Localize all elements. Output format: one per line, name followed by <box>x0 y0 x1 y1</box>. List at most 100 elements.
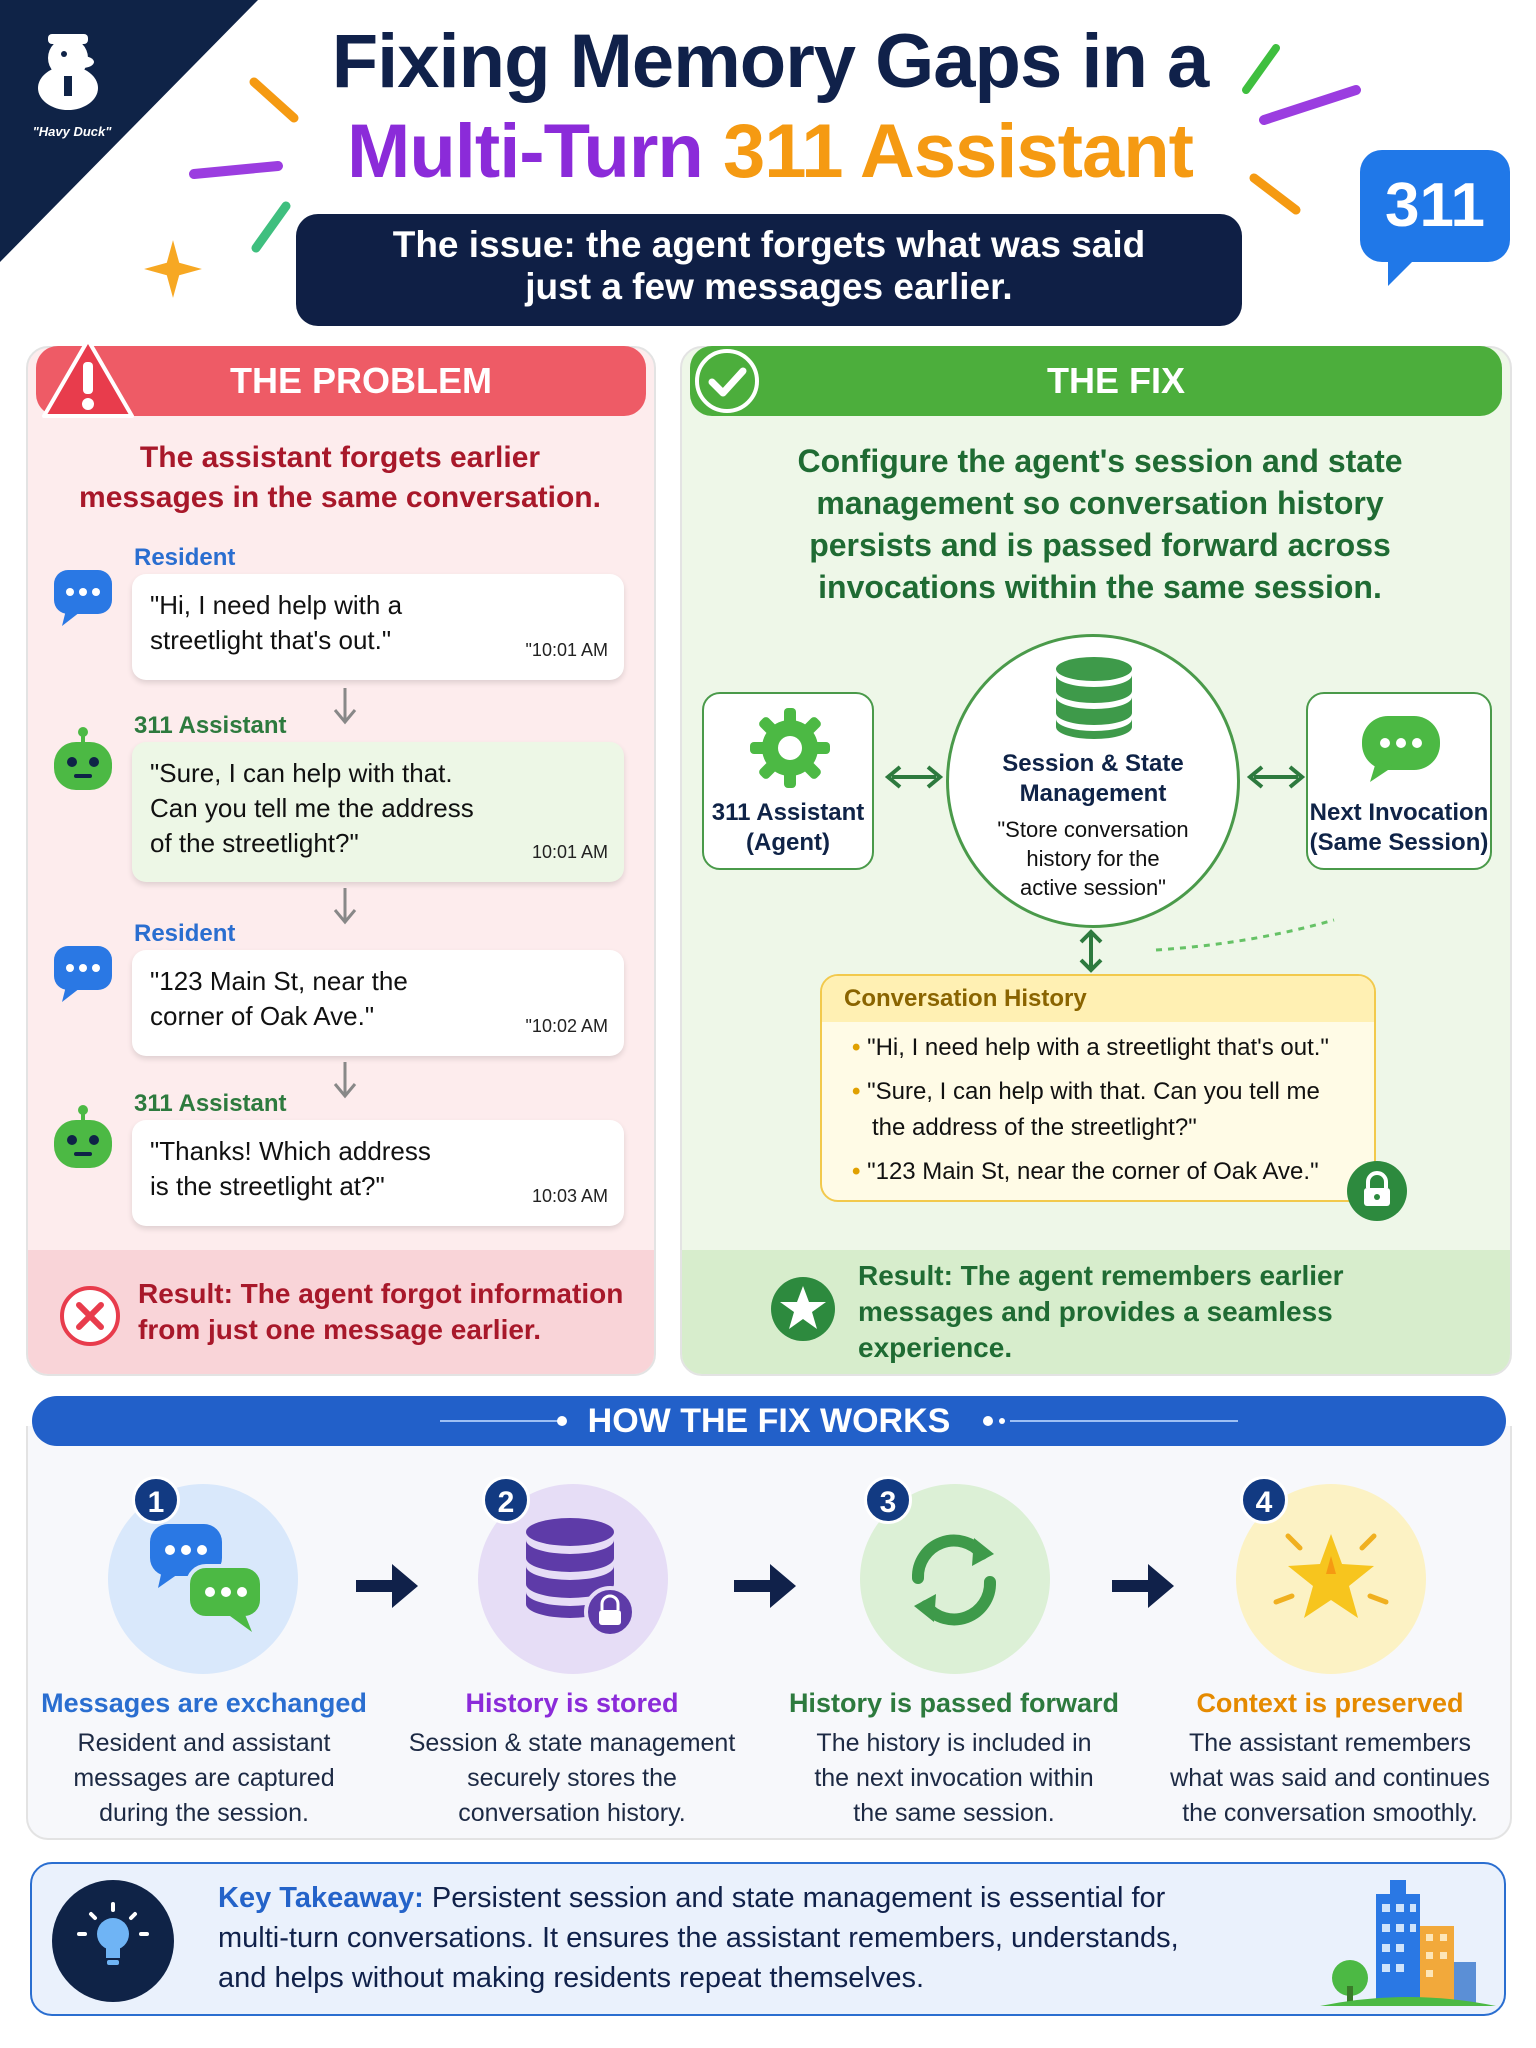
problem-result-band <box>28 1250 654 1374</box>
check-circle-icon <box>695 349 759 413</box>
step-desc-line: conversation history. <box>458 1799 686 1827</box>
key-takeaway-line: multi-turn conversations. It ensures the… <box>218 1922 1179 1954</box>
down-arrow-icon <box>333 888 357 925</box>
step-title: Context is preserved <box>1196 1688 1464 1718</box>
step-title: History is stored <box>465 1688 679 1718</box>
key-takeaway-line: Persistent session and state management … <box>423 1882 1166 1914</box>
fix-subtitle-line: persists and is passed forward across <box>809 527 1391 563</box>
title-line2: Multi-Turn 311 Assistant <box>260 108 1280 195</box>
gear-icon <box>750 708 830 788</box>
step-desc-line: during the session. <box>99 1799 309 1827</box>
confetti-orange-right-icon <box>1249 173 1301 215</box>
node-session-desc-line: history for the <box>1026 846 1160 871</box>
node-agent-line1: 311 Assistant <box>711 799 865 826</box>
message-speaker: Resident <box>134 920 236 947</box>
step-description: Resident and assistant messages are capt… <box>34 1726 374 1831</box>
node-session-desc: "Store conversation history for the acti… <box>949 815 1237 902</box>
history-item-continued: the address of the streetlight?" <box>872 1114 1197 1141</box>
message-timestamp: 10:01 AM <box>531 842 608 862</box>
problem-result-line2: from just one message earlier. <box>138 1314 542 1345</box>
title-purple-part: Multi-Turn <box>347 109 723 194</box>
message-bubble-assistant: "Thanks! Which address is the streetligh… <box>132 1120 624 1226</box>
fix-result-line: Result: The agent remembers earlier <box>858 1260 1344 1291</box>
message-timestamp: "10:02 AM <box>525 1016 608 1036</box>
message-speaker: 311 Assistant <box>134 712 287 739</box>
step-desc-line: the next invocation within <box>814 1764 1094 1792</box>
lightbulb-icon <box>77 1902 149 1965</box>
fix-subtitle-line: management so conversation history <box>816 485 1384 521</box>
bidirectional-arrow-icon <box>1246 765 1306 789</box>
lock-icon <box>1347 1161 1407 1221</box>
chat-messages-icon <box>150 1524 264 1632</box>
node-agent-label: 311 Assistant (Agent) <box>704 798 872 858</box>
step-description: The history is included in the next invo… <box>784 1726 1124 1831</box>
step-desc-line: securely stores the <box>467 1764 677 1792</box>
badge-tail <box>1388 250 1424 286</box>
fix-subtitle-line: Configure the agent's session and state <box>797 443 1403 479</box>
x-circle-icon <box>60 1286 120 1346</box>
confetti-green-right-icon <box>1242 44 1280 94</box>
confetti-orange-icon <box>249 77 299 123</box>
brand-name: "Havy Duck" <box>32 124 112 139</box>
city-skyline-icon <box>1320 1880 1496 2006</box>
decorative-line-icon <box>983 1416 1238 1426</box>
problem-result-text: Result: The agent forgot information fro… <box>138 1276 638 1348</box>
warning-icon <box>42 338 134 418</box>
step-number: 1 <box>132 1476 180 1524</box>
key-takeaway-label: Key Takeaway: <box>218 1882 424 1914</box>
node-session-desc-line: active session" <box>1020 875 1166 900</box>
message-line: "Sure, I can help with that. <box>150 758 453 788</box>
title-orange-part: 311 Assistant <box>722 109 1194 194</box>
step-number: 3 <box>864 1476 912 1524</box>
bullet-icon: • <box>852 1034 861 1061</box>
brand-corner <box>0 0 258 262</box>
step-desc-line: Resident and assistant <box>77 1729 331 1757</box>
how-title: HOW THE FIX WORKS <box>587 1402 951 1440</box>
step-desc-line: messages are captured <box>73 1764 335 1792</box>
refresh-cycle-icon <box>911 1534 997 1626</box>
node-next-label: Next Invocation (Same Session) <box>1308 798 1490 858</box>
node-agent: 311 Assistant (Agent) <box>702 692 874 870</box>
history-item: • "123 Main St, near the corner of Oak A… <box>852 1154 1352 1190</box>
vertical-bidirectional-arrow-icon <box>1079 929 1103 973</box>
sparkle-icon <box>144 240 202 298</box>
step-title: Messages are exchanged <box>41 1688 367 1718</box>
history-item-text: "123 Main St, near the corner of Oak Ave… <box>867 1158 1319 1185</box>
step-desc-line: the same session. <box>853 1799 1055 1827</box>
message-line: "Thanks! Which address <box>150 1136 431 1166</box>
key-takeaway-line: and helps without making residents repea… <box>218 1962 925 1994</box>
how-bar <box>32 1396 1506 1446</box>
message-timestamp: 10:03 AM <box>531 1186 608 1206</box>
step-number: 4 <box>1240 1476 1288 1524</box>
node-session-label: Session & State Management <box>949 749 1237 809</box>
dashed-connector-icon <box>1155 918 1335 952</box>
fix-header: THE FIX <box>690 346 1502 416</box>
message-line: of the streetlight?" <box>150 828 359 858</box>
node-session-desc-line: "Store conversation <box>997 817 1189 842</box>
fix-result-line: messages and provides a seamless <box>858 1296 1333 1327</box>
message-bubble-assistant: "Sure, I can help with that. Can you tel… <box>132 742 624 882</box>
step-number: 2 <box>482 1476 530 1524</box>
message-line: "Hi, I need help with a <box>150 590 403 620</box>
duck-logo-icon <box>38 34 98 110</box>
step-desc-line: the conversation smoothly. <box>1182 1799 1478 1827</box>
step-description: Session & state management securely stor… <box>402 1726 742 1831</box>
robot-icon <box>54 1105 112 1168</box>
history-item-text: "Hi, I need help with a streetlight that… <box>867 1034 1329 1061</box>
sparkle-star-icon <box>1273 1533 1389 1618</box>
message-line: streetlight that's out." <box>150 625 392 655</box>
key-takeaway-text: Key Takeaway: Persistent session and sta… <box>218 1878 1258 1998</box>
message-line: "123 Main St, near the <box>150 966 408 996</box>
database-lock-icon <box>526 1518 636 1638</box>
fix-result-line: experience. <box>858 1332 1013 1363</box>
message-timestamp: "10:01 AM <box>525 640 608 660</box>
step-description: The assistant remembers what was said an… <box>1160 1726 1500 1831</box>
message-bubble-resident: "123 Main St, near the corner of Oak Ave… <box>132 950 624 1056</box>
conversation-history-title: Conversation History <box>822 976 1374 1022</box>
issue-line2: just a few messages earlier. <box>525 266 1013 307</box>
message-line: is the streetlight at?" <box>150 1171 385 1201</box>
issue-banner: The issue: the agent forgets what was sa… <box>296 214 1242 326</box>
problem-result-line1: Result: The agent forgot information <box>138 1278 624 1309</box>
step-desc-line: The history is included in <box>816 1729 1092 1757</box>
bullet-icon: • <box>852 1078 861 1105</box>
